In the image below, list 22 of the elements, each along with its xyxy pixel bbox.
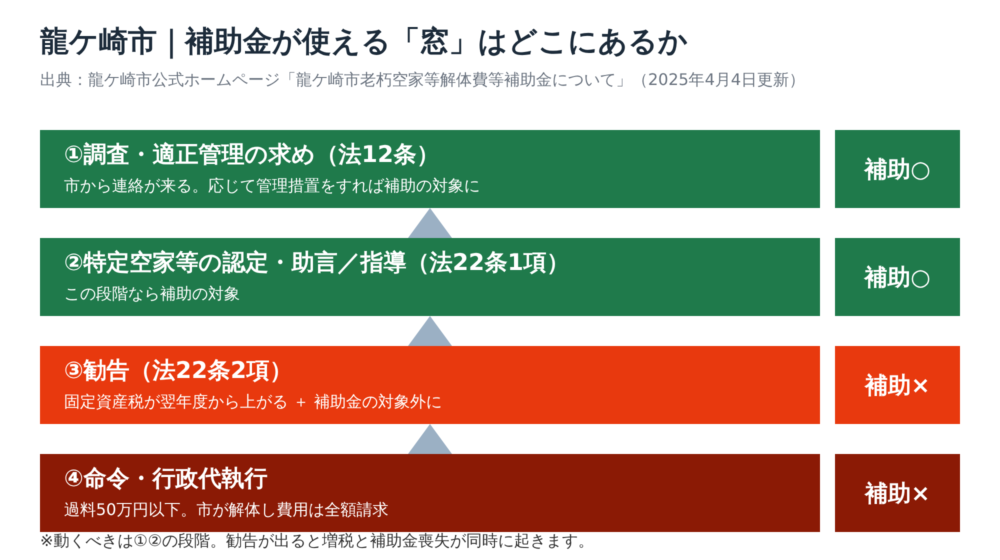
footnote: ※動くべきは①②の段階。勧告が出ると増税と補助金喪失が同時に起きます。	[40, 531, 594, 552]
verdict-box: 補助○	[835, 130, 960, 208]
stage-description: この段階なら補助の対象	[64, 284, 240, 305]
stage-description: 過料50万円以下。市が解体し費用は全額請求	[64, 500, 388, 521]
verdict-box: 補助×	[835, 454, 960, 532]
stage-heading: ④命令・行政代執行	[64, 465, 268, 494]
stage-box	[40, 130, 820, 208]
arrow	[408, 424, 452, 454]
stage-heading: ③勧告（法22条2項）	[64, 357, 292, 386]
verdict-box: 補助○	[835, 238, 960, 316]
stage-box	[40, 346, 820, 424]
source-note: 出典：龍ケ崎市公式ホームページ「龍ケ崎市老朽空家等解体費等補助金について」（2025年4月4日更新）	[40, 70, 806, 91]
title: 龍ケ崎市｜補助金が使える「窓」はどこにあるか	[40, 23, 688, 61]
verdict-box: 補助×	[835, 346, 960, 424]
stage-heading: ①調査・適正管理の求め（法12条）	[64, 141, 440, 170]
stage-box	[40, 238, 820, 316]
arrow	[408, 208, 452, 238]
stage-description: 市から連絡が来る。応じて管理措置をすれば補助の対象に	[64, 176, 480, 197]
stage-description: 固定資産税が翌年度から上がる ＋ 補助金の対象外に	[64, 392, 442, 413]
stage-box	[40, 454, 820, 532]
stage-heading: ②特定空家等の認定・助言／指導（法22条1項）	[64, 249, 570, 278]
arrow	[408, 316, 452, 346]
